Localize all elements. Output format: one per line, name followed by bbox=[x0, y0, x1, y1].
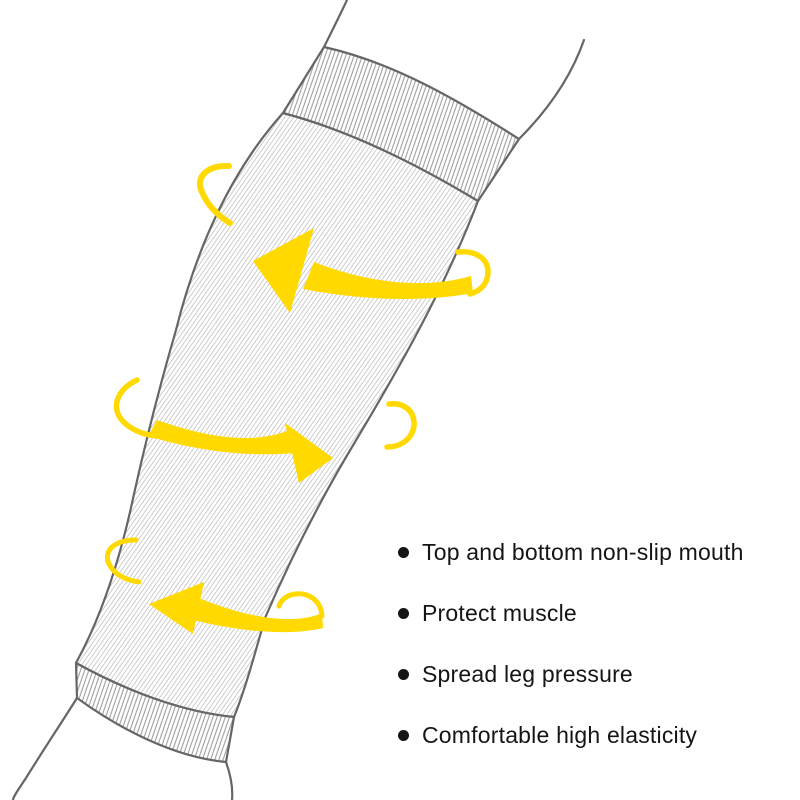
spiral-arrow-bottom-icon bbox=[105, 537, 325, 634]
feature-text: Comfortable high elasticity bbox=[422, 721, 698, 748]
feature-item: Protect muscle bbox=[398, 599, 744, 627]
sleeve-bottom-cuff bbox=[74, 661, 236, 764]
feature-text: Top and bottom non-slip mouth bbox=[422, 538, 744, 565]
feature-item: Top and bottom non-slip mouth bbox=[398, 538, 744, 566]
ankle-outline bbox=[11, 696, 234, 800]
sleeve-top-band bbox=[281, 45, 521, 203]
spiral-arrow-top-icon bbox=[197, 162, 491, 313]
feature-item: Comfortable high elasticity bbox=[398, 721, 744, 749]
feature-list: Top and bottom non-slip mouth Protect mu… bbox=[398, 538, 744, 782]
bullet-icon bbox=[398, 546, 409, 558]
thigh-outline bbox=[322, 0, 586, 141]
bullet-icon bbox=[398, 729, 409, 741]
bullet-icon bbox=[398, 668, 409, 680]
bullet-icon bbox=[398, 607, 409, 619]
feature-text: Protect muscle bbox=[422, 599, 577, 626]
feature-text: Spread leg pressure bbox=[422, 660, 633, 687]
spiral-arrow-middle-icon bbox=[113, 377, 417, 483]
feature-item: Spread leg pressure bbox=[398, 660, 744, 688]
